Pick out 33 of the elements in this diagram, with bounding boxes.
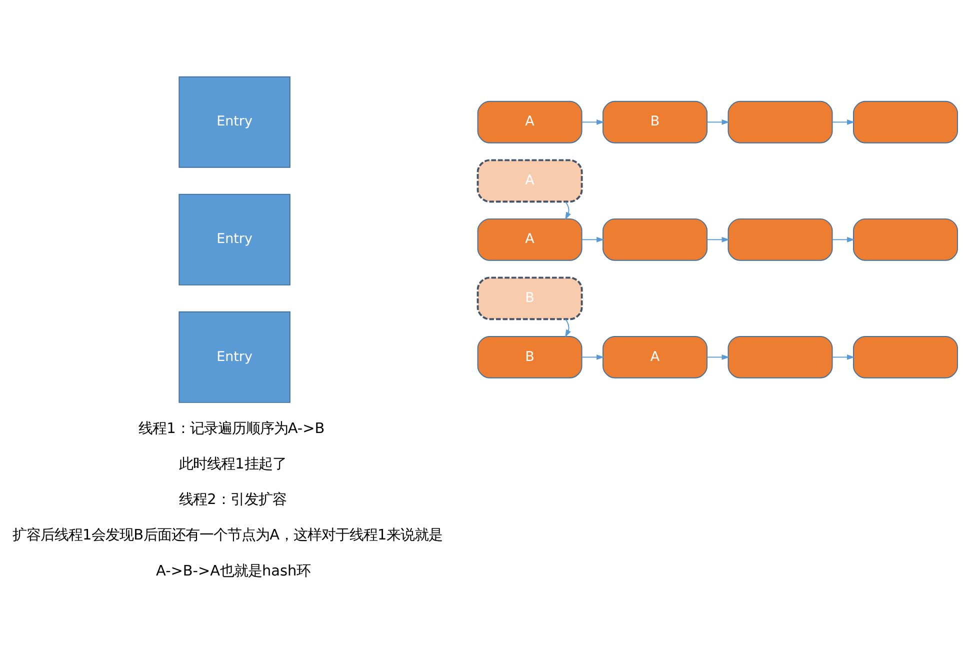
arrow [706, 236, 730, 242]
arrow [706, 354, 730, 360]
label: 扩容后线程1会发现B后面还有一个节点为A，这样对于线程1来说就是 [12, 528, 443, 544]
node-box [852, 218, 958, 261]
node-box [602, 218, 708, 261]
node-box [728, 218, 833, 261]
arrow [565, 201, 571, 220]
node-box: A [602, 336, 708, 378]
arrow [582, 236, 604, 242]
node-box: A [476, 159, 583, 203]
label: 此时线程1挂起了 [179, 456, 286, 472]
arrow [582, 354, 604, 360]
arrow [832, 236, 855, 242]
node-box: B [477, 336, 582, 378]
arrow [832, 119, 855, 125]
node-box: Entry [178, 311, 290, 403]
arrow [832, 354, 855, 360]
node-box [852, 336, 958, 378]
node-box [728, 336, 833, 378]
node-box: Entry [178, 194, 290, 286]
label: 线程2：引发扩容 [179, 492, 286, 508]
arrow [706, 119, 730, 125]
label: A->B->A也就是hash环 [156, 563, 311, 580]
label: 线程1：记录遍历顺序为A->B [138, 420, 325, 437]
node-box: A [477, 100, 582, 144]
node-box: B [602, 100, 708, 144]
arrow [565, 318, 571, 338]
node-box [852, 100, 958, 144]
node-box [728, 100, 833, 144]
node-box: Entry [178, 76, 290, 168]
node-box: A [477, 218, 582, 261]
node-box: B [476, 276, 583, 320]
arrow [582, 119, 604, 125]
